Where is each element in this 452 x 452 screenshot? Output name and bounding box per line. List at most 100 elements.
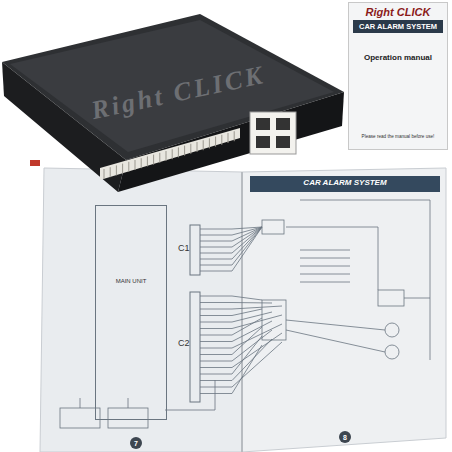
wire-line: [200, 322, 232, 323]
connector-label: C2: [178, 338, 190, 348]
wire-line: [200, 328, 232, 329]
manual-title: Operation manual: [351, 53, 445, 62]
wire-line: [228, 133, 229, 143]
title-band: CAR ALARM SYSTEM: [353, 20, 443, 33]
wire-line: [286, 227, 378, 228]
component-box: [262, 220, 284, 234]
page-number-disc: [130, 437, 142, 449]
cover-note: Please read the manual before use!: [351, 134, 445, 139]
wire-line: [200, 247, 232, 248]
wire-line: [300, 200, 430, 201]
wire-line: [300, 258, 350, 259]
wire-line: [159, 153, 160, 163]
wire-line: [232, 227, 262, 271]
unit-top-face: [2, 14, 344, 160]
wire-line: [232, 342, 282, 387]
connector-c2-block: [190, 292, 200, 402]
wire-line: [200, 265, 232, 266]
unit-pins: [104, 131, 234, 179]
page-number: 7: [134, 440, 138, 447]
wire-line: [200, 241, 232, 242]
wire-line: [128, 162, 129, 172]
wire-line: [232, 306, 282, 309]
title-band: CAR ALARM SYSTEM: [250, 176, 440, 192]
wire-line: [232, 339, 272, 381]
wire-line: [200, 341, 232, 342]
wire-line: [80, 398, 81, 408]
wire-line: [200, 296, 232, 297]
switch-box: [60, 408, 100, 428]
manual-left-page: [40, 168, 242, 452]
wire-line: [122, 164, 123, 174]
connector-c1-block: [190, 225, 200, 275]
wiring-lines: [80, 200, 430, 410]
component-box: [262, 300, 286, 340]
wire-line: [200, 367, 232, 368]
wire-line: [378, 227, 379, 290]
wire-line: [200, 361, 232, 362]
wire-line: [300, 282, 350, 283]
wire-line: [203, 140, 204, 150]
wire-line: [232, 227, 262, 259]
wire-line: [404, 298, 430, 299]
page-header: CAR ALARM SYSTEM: [254, 178, 436, 187]
wire-line: [200, 235, 232, 236]
main-unit-box: MAIN UNIT: [95, 205, 167, 420]
connector-hole: [256, 136, 270, 148]
connector-hole: [276, 118, 290, 130]
wire-line: [200, 309, 232, 310]
wire-line: [197, 142, 198, 152]
brand-name: Right CLICK: [351, 6, 445, 18]
wire-line: [153, 155, 154, 165]
wire-line: [128, 398, 129, 408]
unit-pin-row: [100, 128, 240, 180]
wire-line: [232, 324, 282, 348]
connector-label: C1: [178, 243, 190, 253]
unit-side-connector: [250, 112, 296, 154]
wire-line: [300, 250, 350, 251]
wire-line: [232, 345, 262, 394]
lamp-symbol: [385, 345, 399, 359]
wire-line: [232, 318, 262, 335]
switch-box: [108, 408, 148, 428]
wire-line: [232, 227, 262, 247]
wire-line: [232, 315, 282, 329]
wire-line: [172, 149, 173, 159]
wire-line: [430, 200, 431, 360]
wire-line: [232, 309, 262, 316]
wire-line: [232, 296, 262, 300]
connector-hole: [276, 136, 290, 148]
wire-line: [190, 144, 191, 154]
wire-line: [141, 158, 142, 168]
manual-cover: Right CLICK CAR ALARM SYSTEM Operation man…: [348, 2, 448, 150]
wire-line: [104, 169, 105, 179]
wire-line: [178, 147, 179, 157]
wire-line: [135, 160, 136, 170]
wire-line: [200, 354, 232, 355]
unit-label: MAIN UNIT: [98, 278, 164, 284]
wire-line: [232, 312, 272, 322]
connector-hole: [256, 118, 270, 130]
wire-line: [200, 335, 232, 336]
wire-line: [200, 374, 232, 375]
cover-band-title: CAR ALARM SYSTEM: [355, 22, 441, 31]
manual-right-page: [242, 168, 446, 452]
wire-line: [200, 380, 232, 381]
page-number: 8: [343, 434, 347, 441]
wire-line: [209, 138, 210, 148]
wire-line: [147, 156, 148, 166]
wire-line: [300, 274, 350, 275]
siren-box: [378, 290, 404, 306]
wire-line: [232, 227, 262, 265]
wire-line: [184, 146, 185, 156]
wire-line: [234, 131, 235, 141]
wire-line: [221, 135, 222, 145]
wire-line: [200, 259, 232, 260]
wire-line: [200, 271, 232, 272]
page-fold: [241, 172, 243, 452]
wire-line: [200, 348, 232, 349]
lamp-symbol: [385, 323, 399, 337]
wire-line: [200, 315, 232, 316]
wire-line: [215, 137, 216, 147]
wire-line: [116, 165, 117, 175]
